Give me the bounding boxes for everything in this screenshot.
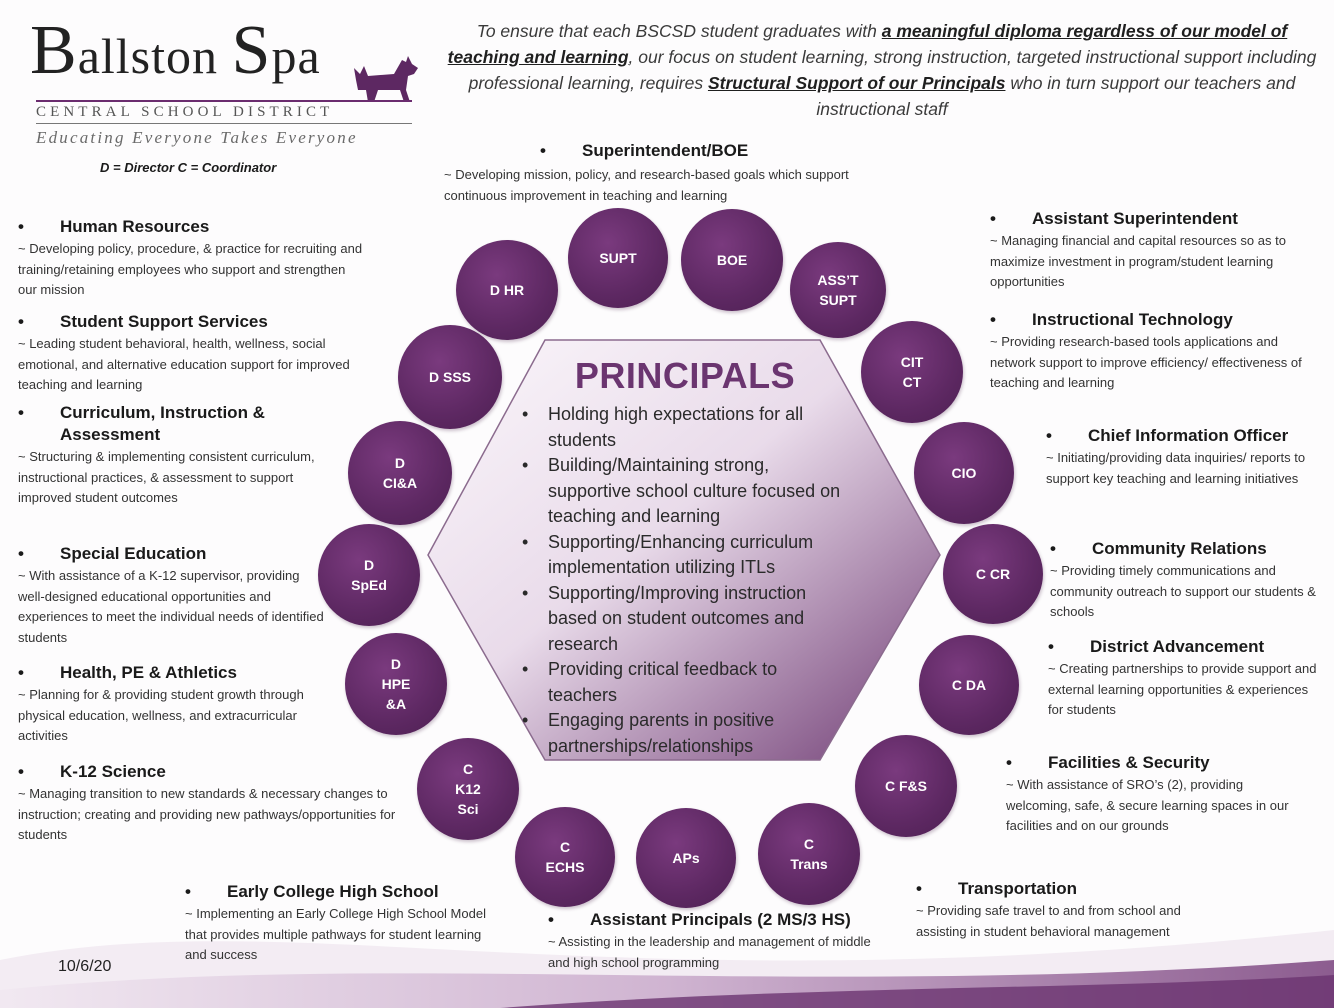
circle-d-cia: D CI&A xyxy=(348,421,452,525)
role-desc: ~ Implementing an Early College High Sch… xyxy=(185,906,486,962)
role-desc: ~ Planning for & providing student growt… xyxy=(18,687,304,743)
legend: D = Director C = Coordinator xyxy=(100,160,277,175)
circle-boe: BOE xyxy=(681,209,783,311)
role-instructional-technology: •Instructional Technology ~ Providing re… xyxy=(990,309,1325,394)
role-desc: ~ Developing policy, procedure, & practi… xyxy=(18,241,363,297)
role-title: Early College High School xyxy=(227,882,439,901)
role-title: K-12 Science xyxy=(60,762,166,781)
principals-list-item: Supporting/Enhancing curriculum implemen… xyxy=(520,530,850,581)
role-title: Community Relations xyxy=(1092,539,1267,558)
principals-title: PRINCIPALS xyxy=(574,355,796,396)
date-stamp: 10/6/20 xyxy=(58,958,112,975)
circle-d-sped: D SpEd xyxy=(318,524,420,626)
role-desc: ~ Structuring & implementing consistent … xyxy=(18,449,315,505)
principals-list-item: Providing critical feedback to teachers xyxy=(520,657,850,708)
district-name: Ballston Spa xyxy=(30,12,321,89)
bottom-swoosh-dark xyxy=(500,975,1334,1008)
role-facilities-security: •Facilities & Security ~ With assistance… xyxy=(1006,752,1306,837)
circle-c-fs: C F&S xyxy=(855,735,957,837)
role-community-relations: •Community Relations ~ Providing timely … xyxy=(1050,538,1325,623)
role-desc: ~ Providing timely communications and co… xyxy=(1050,563,1316,619)
circle-c-cr: C CR xyxy=(943,524,1043,624)
role-desc: ~ Leading student behavioral, health, we… xyxy=(18,336,350,392)
role-early-college-high-school: •Early College High School ~ Implementin… xyxy=(185,881,500,966)
role-title: Transportation xyxy=(958,879,1078,898)
circle-d-sss: D SSS xyxy=(398,325,502,429)
circle-d-hpe-a: D HPE &A xyxy=(345,633,447,735)
role-special-education: •Special Education ~ With assistance of … xyxy=(18,543,328,648)
role-desc: ~ Creating partnerships to provide suppo… xyxy=(1048,661,1317,717)
principals-list-item: Holding high expectations for all studen… xyxy=(520,402,850,453)
role-title: Human Resources xyxy=(60,217,210,236)
role-title: Health, PE & Athletics xyxy=(60,663,237,682)
role-title: Student Support Services xyxy=(60,312,268,331)
circle-cit-ct: CIT CT xyxy=(861,321,963,423)
role-superintendent-boe: •Superintendent/BOE xyxy=(540,141,749,160)
circle-aps: APs xyxy=(636,808,736,908)
role-transportation: •Transportation ~ Providing safe travel … xyxy=(916,878,1226,942)
role-desc: ~ Initiating/providing data inquiries/ r… xyxy=(1046,450,1306,486)
logo-rule-thin xyxy=(36,123,412,124)
role-desc: ~ Assisting in the leadership and manage… xyxy=(548,934,871,970)
circle-c-echs: C ECHS xyxy=(515,807,615,907)
district-tagline: Educating Everyone Takes Everyone xyxy=(36,128,358,147)
circle-c-k12-sci: C K12 Sci xyxy=(417,738,519,840)
circle-asst-supt: ASS’T SUPT xyxy=(790,242,886,338)
role-desc: ~ With assistance of SRO’s (2), providin… xyxy=(1006,777,1289,833)
district-logo: Ballston Spa CENTRAL SCHOOL DISTRICT Edu… xyxy=(30,12,420,147)
role-chief-information-officer: •Chief Information Officer ~ Initiating/… xyxy=(1046,425,1331,489)
role-student-support-services: •Student Support Services ~ Leading stud… xyxy=(18,311,363,396)
mission-statement: To ensure that each BSCSD student gradua… xyxy=(447,21,1317,119)
role-title: Curriculum, Instruction & Assessment xyxy=(60,403,265,444)
role-title: Special Education xyxy=(60,544,207,563)
role-health-pe-athletics: •Health, PE & Athletics ~ Planning for &… xyxy=(18,662,328,747)
district-subtitle: CENTRAL SCHOOL DISTRICT xyxy=(36,104,334,120)
logo-rule xyxy=(36,100,412,102)
role-desc: ~ Providing research-based tools applica… xyxy=(990,334,1302,390)
principals-list-item: Engaging parents in positive partnership… xyxy=(520,708,850,759)
role-superintendent-boe-desc: ~ Developing mission, policy, and resear… xyxy=(444,167,849,203)
role-title: District Advancement xyxy=(1090,637,1265,656)
role-title: Superintendent/BOE xyxy=(582,141,749,160)
role-title: Chief Information Officer xyxy=(1088,426,1289,445)
role-district-advancement: •District Advancement ~ Creating partner… xyxy=(1048,636,1318,721)
role-desc: ~ With assistance of a K-12 supervisor, … xyxy=(18,568,324,645)
role-title: Facilities & Security xyxy=(1048,753,1210,772)
circle-c-trans: C Trans xyxy=(758,803,860,905)
circle-supt: SUPT xyxy=(568,208,668,308)
role-curriculum-instruction-assessment: •Curriculum, Instruction & Assessment ~ … xyxy=(18,402,323,509)
circle-cio: CIO xyxy=(914,422,1014,524)
role-title: Assistant Principals (2 MS/3 HS) xyxy=(590,910,851,929)
terrier-dog-icon xyxy=(354,56,418,102)
principals-list-item: Building/Maintaining strong, supportive … xyxy=(520,453,850,530)
role-title: Instructional Technology xyxy=(1032,310,1233,329)
role-assistant-superintendent: •Assistant Superintendent ~ Managing fin… xyxy=(990,208,1325,293)
role-k12-science: •K-12 Science ~ Managing transition to n… xyxy=(18,761,398,846)
role-human-resources: •Human Resources ~ Developing policy, pr… xyxy=(18,216,363,301)
role-assistant-principals: •Assistant Principals (2 MS/3 HS) ~ Assi… xyxy=(548,909,893,973)
principals-list-item: Supporting/Improving instruction based o… xyxy=(520,581,850,658)
circle-d-hr: D HR xyxy=(456,240,558,340)
role-desc: ~ Providing safe travel to and from scho… xyxy=(916,903,1181,939)
circle-c-da: C DA xyxy=(919,635,1019,735)
principals-list: Holding high expectations for all studen… xyxy=(520,402,850,759)
role-title: Assistant Superintendent xyxy=(1032,209,1238,228)
role-desc: ~ Managing transition to new standards &… xyxy=(18,786,396,842)
role-desc: ~ Managing financial and capital resourc… xyxy=(990,233,1286,289)
